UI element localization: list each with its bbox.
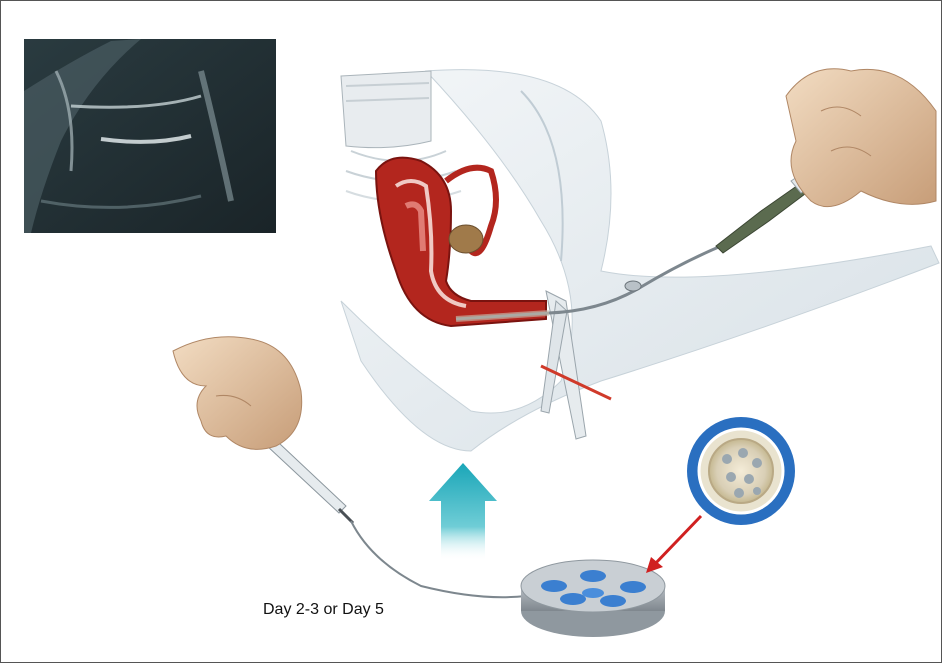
catheter-line bbox=[351, 521, 526, 597]
embryo-magnifier-icon bbox=[687, 417, 795, 525]
timing-caption: Day 2-3 or Day 5 bbox=[263, 601, 384, 619]
pointer-arrow-icon bbox=[646, 516, 701, 573]
hand-icon bbox=[786, 69, 936, 207]
culture-dish-icon bbox=[521, 560, 665, 637]
upward-arrow-icon bbox=[429, 463, 497, 561]
ultrasound-image bbox=[24, 39, 276, 233]
left-hand-icon bbox=[173, 337, 302, 450]
